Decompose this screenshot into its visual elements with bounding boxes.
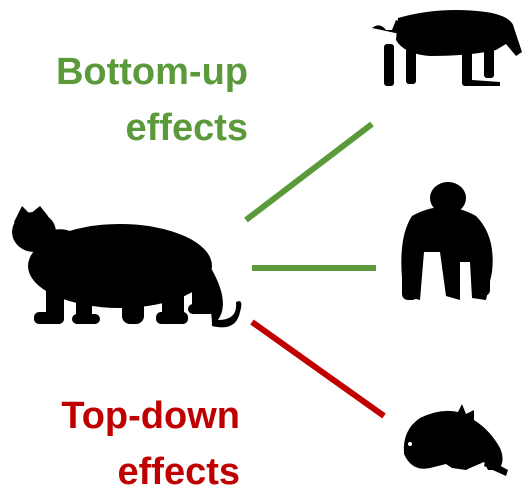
bottom-up-effects-label: Bottom-up effects <box>0 44 248 156</box>
bottom-up-label-line1: Bottom-up <box>55 51 248 93</box>
bottom-up-label-line2: effects <box>125 107 249 149</box>
top-down-label-line2: effects <box>117 451 241 493</box>
porcupine-silhouette <box>403 404 508 476</box>
boar-silhouette <box>372 10 522 86</box>
leopard-silhouette <box>12 206 242 328</box>
top-down-label-line1: Top-down <box>61 395 240 437</box>
top-down-effects-label: Top-down effects <box>0 388 240 500</box>
link-predator-to-boar <box>244 121 374 223</box>
link-predator-to-porcupine <box>250 319 386 419</box>
gorilla-silhouette <box>401 182 493 300</box>
